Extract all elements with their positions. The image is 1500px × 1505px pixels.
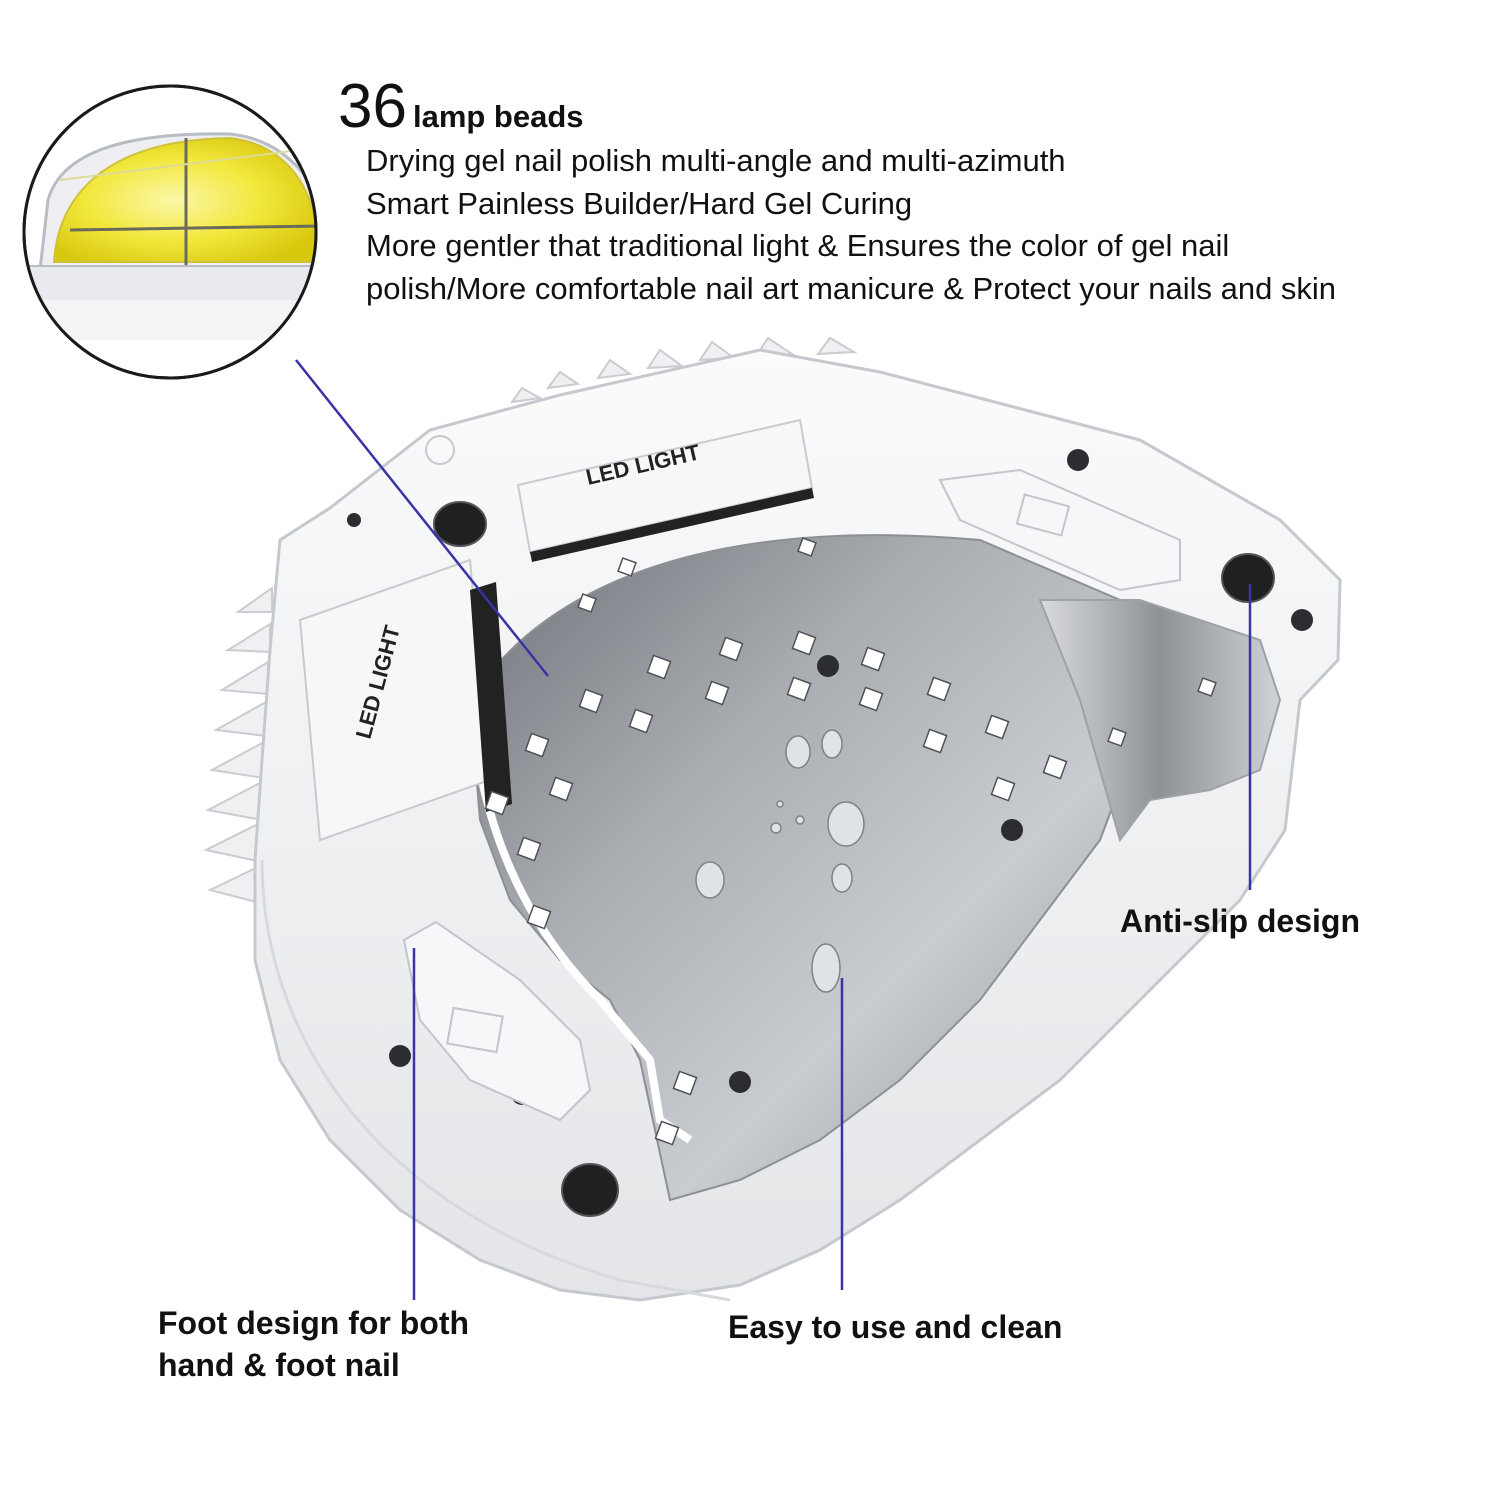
callout-line-lamp-beads: [295, 359, 549, 677]
water-drops: [695, 729, 865, 993]
magnified-lamp-bead: [22, 84, 318, 380]
callout-anti-slip: Anti-slip design: [1120, 903, 1360, 939]
callout-foot-design-line-1: Foot design for both: [158, 1305, 470, 1341]
callout-foot-design-line-2: hand & foot nail: [158, 1347, 400, 1383]
top-label: LED LIGHT: [516, 418, 814, 562]
lamp-bead-label: lamp beads: [412, 99, 584, 134]
description-line-3: More gentler that traditional light & En…: [366, 228, 1230, 263]
vent-grille: [425, 435, 455, 465]
bracket-right: [938, 468, 1181, 592]
reflector-interior: [468, 534, 1142, 1202]
lamp-bead-count: 36: [338, 72, 407, 141]
callout-lines: [295, 359, 1252, 1300]
bracket-left: [402, 920, 592, 1122]
callout-foot-design: Foot design for both hand & foot nail: [158, 1302, 469, 1386]
side-label: LED LIGHT: [298, 558, 512, 842]
feature-description: Drying gel nail polish multi-angle and m…: [366, 140, 1486, 310]
description-line-2: Smart Painless Builder/Hard Gel Curing: [366, 185, 913, 221]
callout-easy-clean: Easy to use and clean: [728, 1309, 1063, 1345]
anti-slip-feet: [433, 501, 1275, 1217]
mirror-wall-right: [1038, 599, 1282, 843]
description-line-4: polish/More comfortable nail art manicur…: [366, 270, 1337, 306]
led-beads: [484, 537, 1217, 1146]
description-line-1: Drying gel nail polish multi-angle and m…: [366, 143, 1066, 178]
